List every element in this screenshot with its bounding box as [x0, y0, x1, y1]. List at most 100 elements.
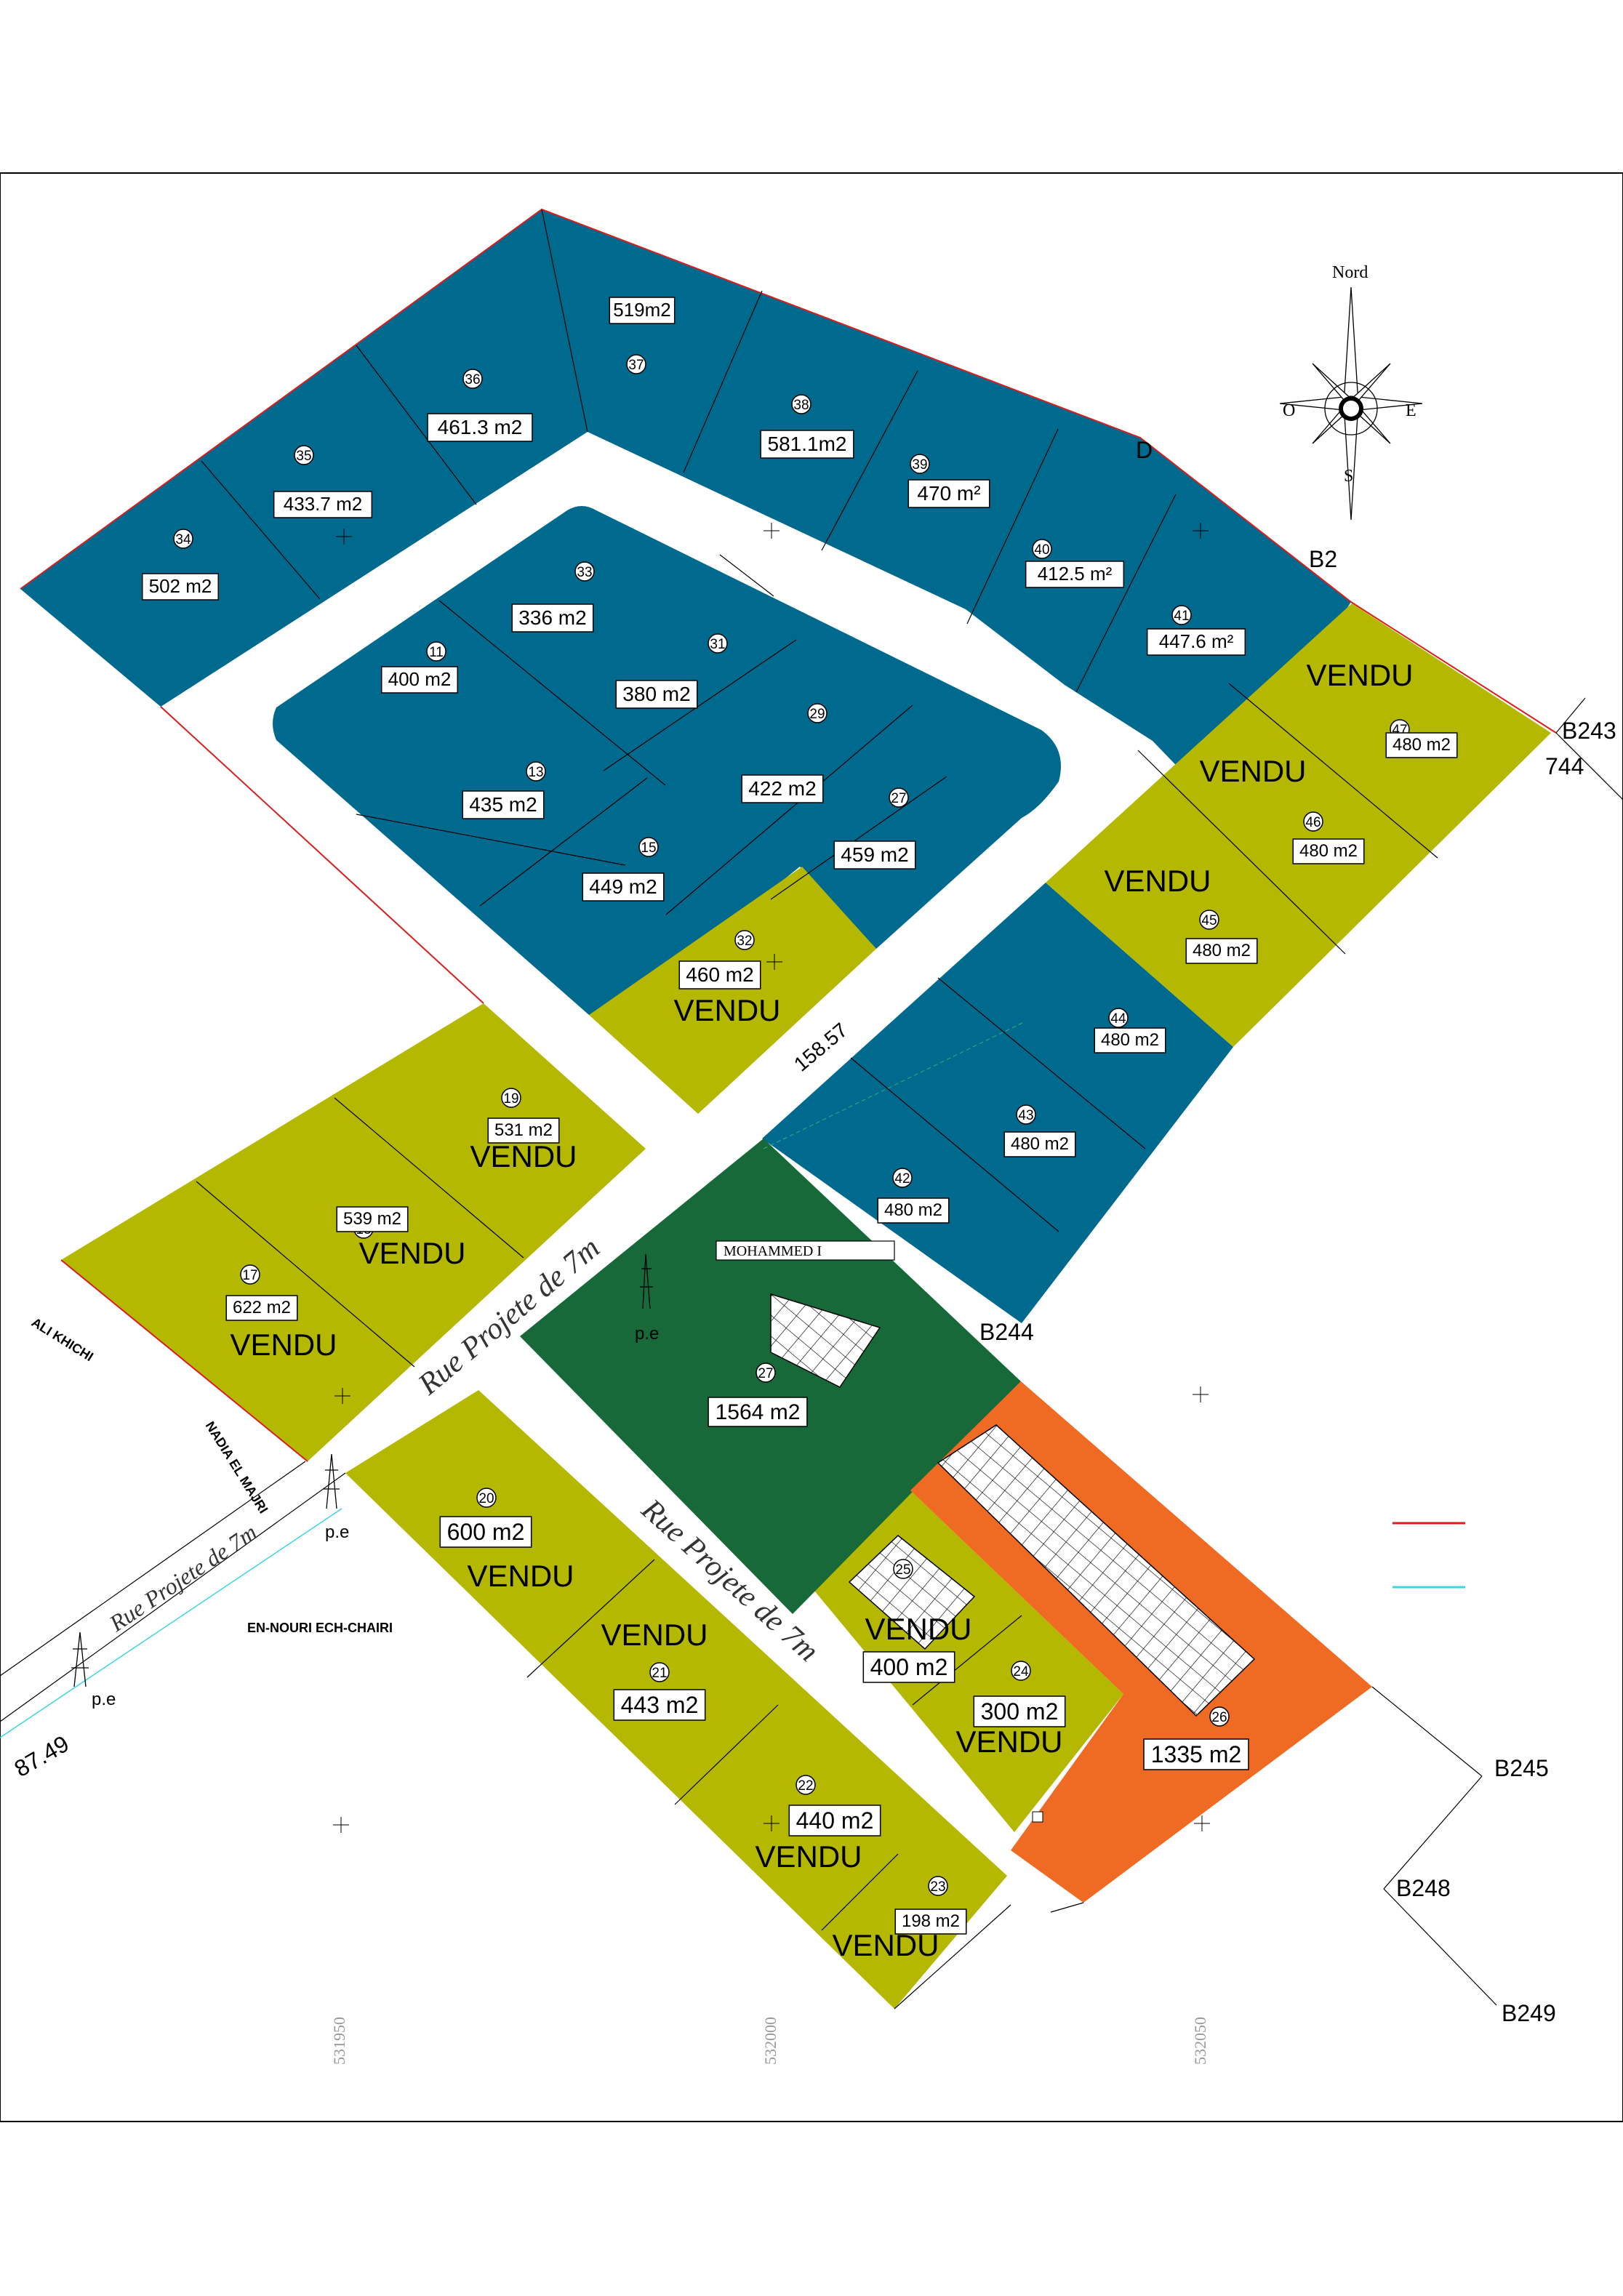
lot-number: 34 [175, 532, 191, 547]
lot-status-sold: VENDU [470, 1139, 577, 1173]
lot-area-box [336, 1206, 409, 1232]
lot-number-badge [638, 837, 659, 857]
point-label-b248: B248 [1396, 1875, 1451, 1901]
lot-number: 22 [798, 1778, 813, 1794]
grid-coord-532000: 532000 [761, 2017, 780, 2065]
lot-area-box [907, 479, 990, 508]
lot-area-box [1292, 838, 1365, 864]
lot-area-box [833, 840, 916, 870]
lot-area: 480 m2 [1101, 1030, 1159, 1050]
lot-area-box [1143, 1738, 1249, 1770]
lot-area-box [582, 872, 665, 902]
lot-35[interactable]: 35 433.7 m2 [273, 445, 373, 518]
boundary-line [20, 208, 1557, 734]
lot-status-sold: VENDU [673, 993, 780, 1027]
lot-number: 37 [628, 358, 644, 373]
building-lot-25 [848, 1535, 976, 1650]
lot-36[interactable]: 36 461.3 m2 [427, 369, 533, 442]
lot-area: 447.6 m² [1159, 630, 1234, 652]
lot-number: 45 [1201, 913, 1217, 928]
lot-number: 42 [894, 1171, 910, 1187]
lot-area: 581.1m2 [768, 433, 847, 455]
lot-number-badge [626, 354, 646, 374]
lot-area: 480 m2 [1299, 841, 1358, 861]
lot-area: 470 m² [917, 482, 980, 505]
lot-area: 461.3 m2 [438, 416, 523, 438]
lot-status-sold: VENDU [832, 1928, 939, 1962]
lot-number: 39 [912, 457, 927, 473]
pylon-icon [71, 1253, 653, 1687]
lot-area-box [1003, 1131, 1076, 1157]
lot-number-badge [294, 445, 314, 465]
pe-label-1: p.e [635, 1324, 659, 1344]
point-label-744: 744 [1545, 753, 1584, 779]
lot-number: 29 [809, 707, 825, 722]
lot-area-box [609, 297, 676, 324]
neighbor-mohammed: MOHAMMED I [724, 1243, 822, 1259]
lot-number-badge [240, 1264, 260, 1285]
lot-area-box [511, 603, 594, 633]
lot-area: 433.7 m2 [284, 493, 362, 515]
lot-area-box [862, 1651, 955, 1683]
lot-27[interactable]: 27 459 m2 [833, 787, 916, 870]
lot-29[interactable]: 29 422 m2 [741, 703, 827, 803]
point-label-b245: B245 [1494, 1755, 1549, 1781]
neighbor-en-nouri: EN-NOURI ECH-CHAIRI [247, 1621, 393, 1635]
lot-area: 400 m2 [870, 1654, 948, 1680]
lot-number-badge [892, 1168, 913, 1188]
lot-number: 27 [891, 791, 906, 806]
lot-area-box [142, 573, 219, 601]
point-label-b249: B249 [1502, 2000, 1556, 2026]
lot-number: 35 [296, 449, 311, 464]
lot-number-badge [734, 930, 755, 950]
pe-label-2: p.e [325, 1522, 349, 1542]
lot-area-box [894, 1908, 967, 1935]
road-edges [0, 697, 1623, 2010]
lot-32-shape [589, 867, 876, 1114]
lot-area: 459 m2 [841, 843, 908, 866]
lot-area-box [225, 1295, 298, 1321]
lot-area-box [708, 1397, 808, 1427]
lot-39[interactable]: 39 470 m² [907, 454, 990, 508]
lot-area: 443 m2 [621, 1692, 699, 1718]
point-label-b2: B2 [1309, 546, 1337, 572]
lot-number-badge [928, 1876, 948, 1896]
lot-area-box [439, 1516, 532, 1548]
lot-number: 36 [465, 372, 480, 388]
lot-area-box [487, 1117, 560, 1144]
lot-area-box [973, 1695, 1066, 1727]
lot-number: 13 [528, 765, 543, 780]
lot-area-box [1025, 561, 1125, 588]
lot-area: 422 m2 [748, 777, 816, 800]
lot-area-box [613, 1689, 706, 1721]
